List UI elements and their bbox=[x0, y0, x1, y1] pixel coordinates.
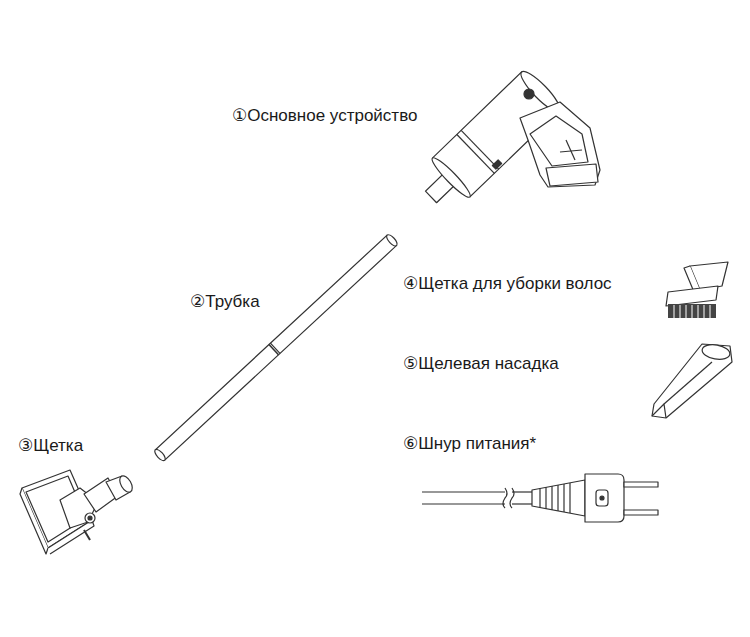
floor-brush-drawing bbox=[20, 470, 135, 554]
tube-drawing bbox=[153, 233, 399, 462]
part-label: ②Трубка bbox=[190, 292, 260, 312]
part-label: ⑥Шнур питания* bbox=[403, 434, 536, 454]
hair-brush-drawing bbox=[666, 262, 728, 318]
part-label: ④Щетка для уборки волос bbox=[403, 274, 612, 294]
main-unit-drawing bbox=[412, 67, 600, 216]
crevice-nozzle-drawing bbox=[652, 343, 732, 418]
part-label: ⑤Щелевая насадка bbox=[403, 354, 559, 374]
part-label: ③Щетка bbox=[18, 436, 83, 456]
part-label: ①Основное устройство bbox=[232, 106, 417, 126]
power-cord-drawing bbox=[422, 474, 658, 522]
